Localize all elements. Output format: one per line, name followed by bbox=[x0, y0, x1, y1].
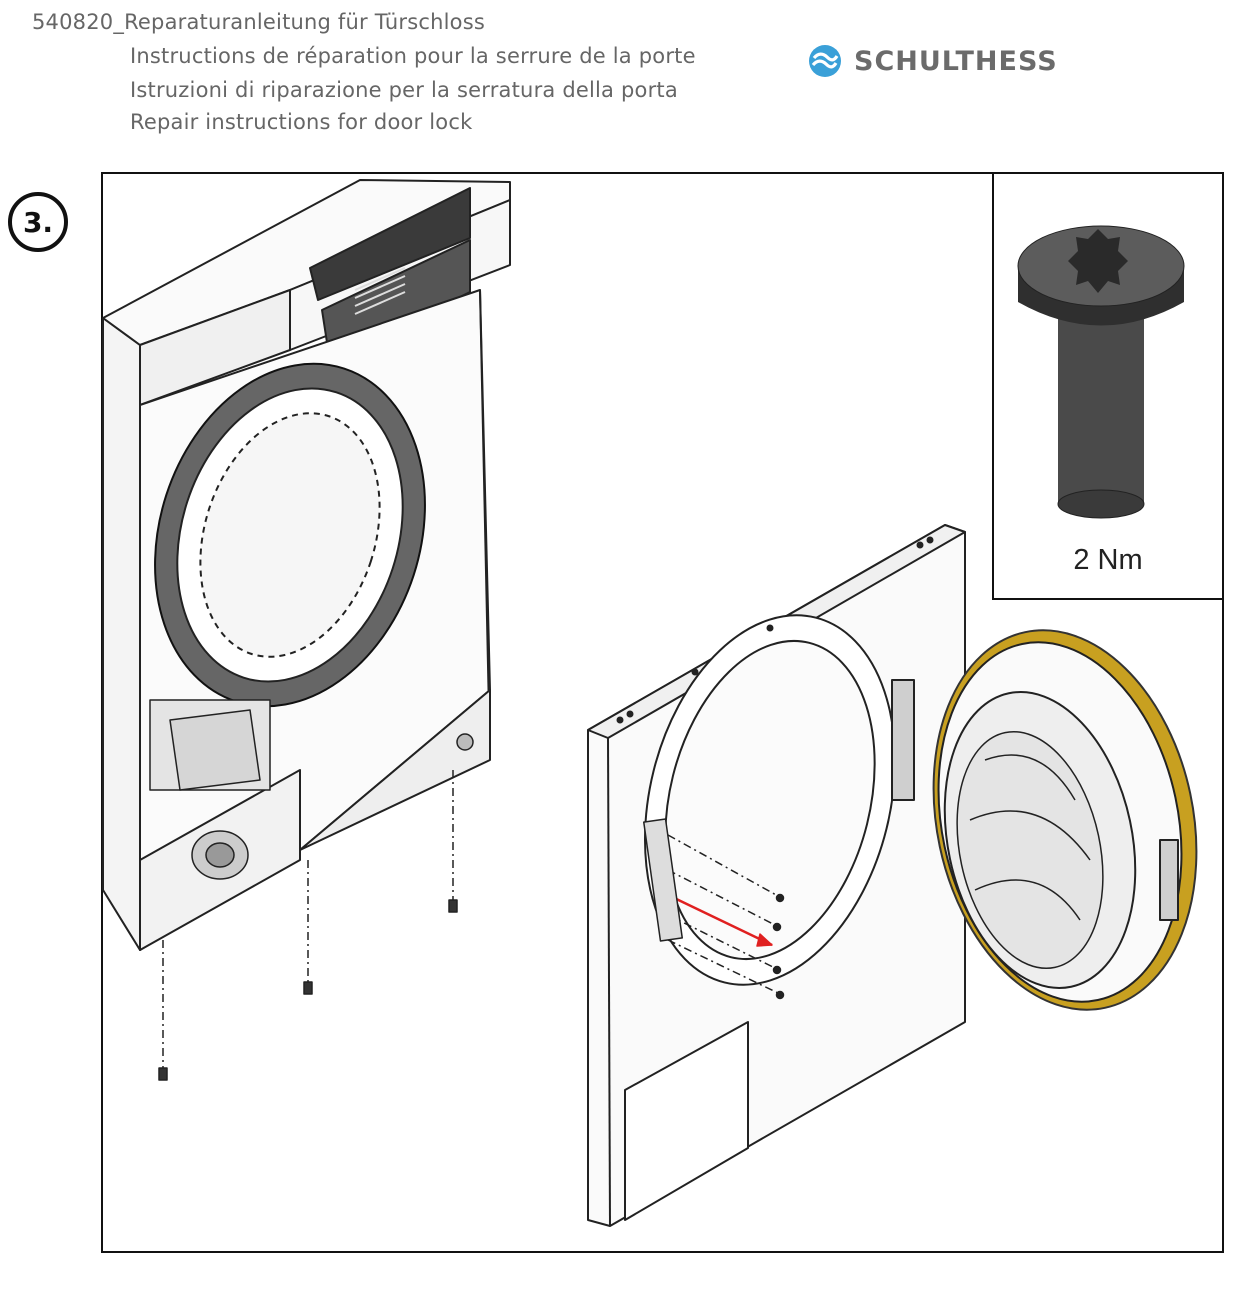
logo-wordmark: SCHULTHESS bbox=[854, 45, 1058, 77]
document-title-de: 540820_Reparaturanleitung für Türschloss bbox=[32, 10, 485, 34]
screw-detail-inset: 2 Nm bbox=[992, 172, 1224, 600]
schulthess-logo-icon bbox=[809, 45, 841, 77]
machine-door-seal bbox=[154, 362, 426, 708]
open-door bbox=[891, 629, 1198, 1011]
step-number-badge: 3. bbox=[8, 192, 68, 252]
machine-screws bbox=[158, 770, 458, 1081]
torque-value: 2 Nm bbox=[1073, 544, 1143, 576]
front-panel bbox=[587, 524, 966, 1227]
document-title-en: Repair instructions for door lock bbox=[130, 110, 473, 134]
document-title-fr: Instructions de réparation pour la serru… bbox=[130, 44, 696, 68]
document-title-it: Istruzioni di riparazione per la serratu… bbox=[130, 78, 678, 102]
schulthess-logo: SCHULTHESS bbox=[808, 44, 1058, 78]
step-number: 3. bbox=[22, 205, 54, 239]
door-lock-screws bbox=[643, 818, 785, 1000]
machine-internals bbox=[149, 699, 474, 880]
torx-screw-icon bbox=[1017, 225, 1185, 519]
